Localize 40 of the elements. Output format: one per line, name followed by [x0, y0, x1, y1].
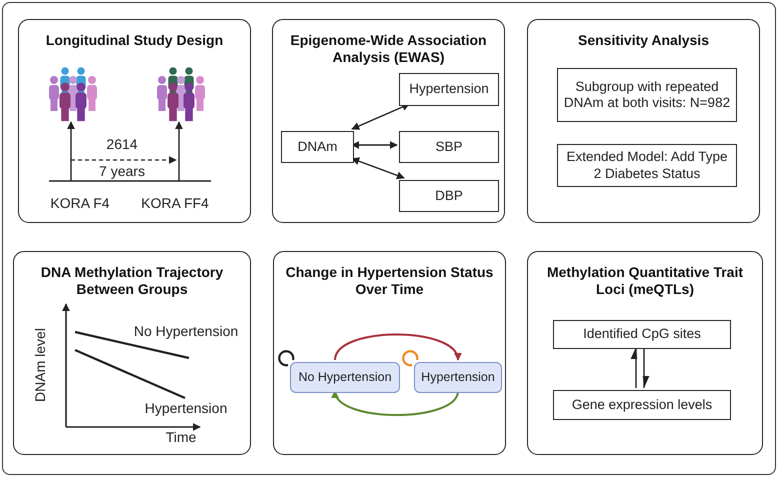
- process-box: Subgroup with repeated DNAm at both visits: N=982: [557, 68, 737, 122]
- text-label: Hypertension: [144, 400, 228, 416]
- people-group-drawing: [154, 66, 208, 124]
- text-label: Time: [166, 429, 196, 446]
- panel-title: Change in Hypertension Status Over Time: [284, 264, 494, 298]
- section-panel: [527, 19, 760, 223]
- panel-title: Methylation Quantitative Trait Loci (meQTLs): [546, 264, 744, 298]
- panel-title: Longitudinal Study Design: [44, 32, 224, 49]
- text-label: No Hypertension: [134, 323, 238, 340]
- axis-label: DNAm level: [32, 328, 48, 402]
- text-label: KORA F4: [50, 195, 110, 212]
- text-label: KORA FF4: [141, 195, 209, 212]
- text-label: 2614: [106, 136, 138, 152]
- self-loop: [402, 350, 418, 366]
- arrow: [333, 390, 459, 416]
- arrow: [630, 347, 638, 388]
- process-box: Extended Model: Add Type 2 Diabetes Status: [557, 144, 737, 187]
- section-panel: [13, 251, 251, 455]
- panel-title: DNA Methylation Trajectory Between Groups: [40, 264, 224, 298]
- section-panel: [272, 19, 505, 223]
- state-box: No Hypertension: [290, 362, 400, 393]
- state-box: Hypertension: [414, 362, 502, 393]
- arrow: [642, 347, 650, 388]
- section-panel: [273, 251, 506, 455]
- text-label: 7 years: [99, 163, 145, 180]
- process-box: DBP: [399, 180, 499, 212]
- process-box: Identified CpG sites: [553, 320, 731, 349]
- process-box: SBP: [399, 131, 499, 163]
- arrow: [334, 334, 460, 361]
- process-box: DNAm: [281, 131, 354, 163]
- section-panel: [527, 251, 763, 455]
- process-box: Hypertension: [399, 73, 499, 106]
- arrow: [67, 121, 75, 181]
- panel-title: Epigenome-Wide Association Analysis (EWAS): [289, 32, 488, 66]
- process-box: Gene expression levels: [553, 390, 731, 420]
- people-group-drawing: [46, 66, 100, 124]
- section-panel: [18, 19, 251, 223]
- self-loop: [278, 350, 294, 366]
- arrow: [175, 121, 183, 181]
- panel-title: Sensitivity Analysis: [577, 32, 710, 49]
